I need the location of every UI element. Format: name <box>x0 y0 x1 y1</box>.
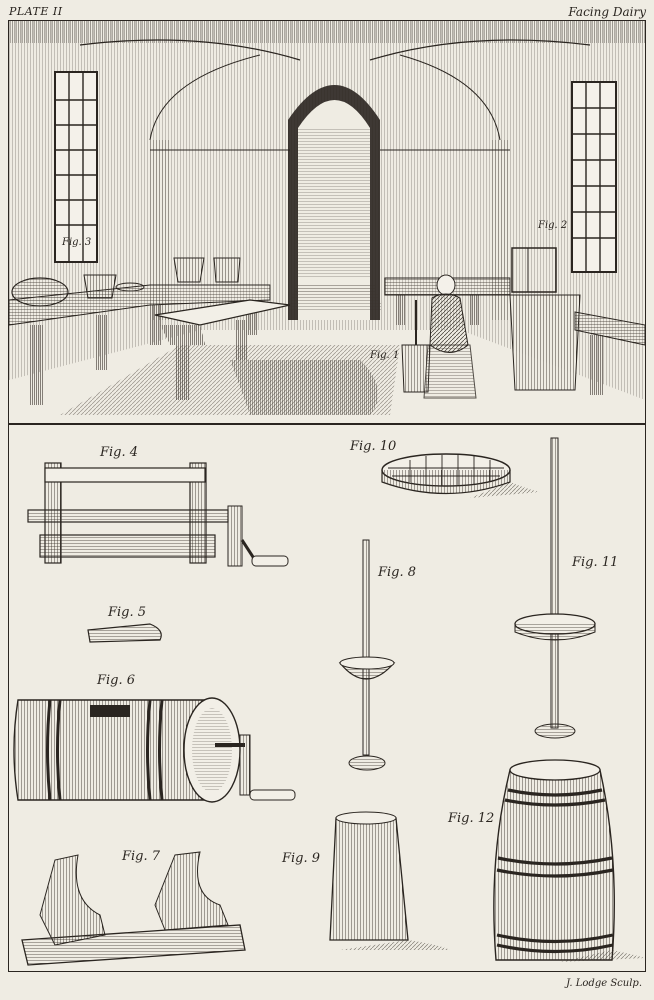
fig5-label: Fig. 5 <box>107 605 146 620</box>
round-sieve <box>381 453 540 498</box>
section-divider <box>8 423 646 425</box>
plate-caption: Facing Dairy <box>568 5 646 19</box>
engraver-credit: J. Lodge Sculp. <box>566 978 642 989</box>
scene-label-fig2: Fig. 2 <box>537 220 567 231</box>
butter-worker-frame <box>27 462 289 567</box>
dairy-interior-scene <box>8 21 646 423</box>
fig9-label: Fig. 9 <box>281 851 320 866</box>
fig8-label: Fig. 8 <box>377 565 416 580</box>
plate-border <box>8 20 646 972</box>
fig4-label: Fig. 4 <box>99 445 138 460</box>
disk-dasher <box>514 437 596 739</box>
churn-stand <box>21 851 246 966</box>
plate-number: PLATE II <box>9 5 63 18</box>
hooped-churn <box>493 759 645 962</box>
fig11-label: Fig. 11 <box>571 555 618 570</box>
fig7-label: Fig. 7 <box>121 849 161 864</box>
scene-label-fig3: Fig. 3 <box>61 237 91 248</box>
fig6-label: Fig. 6 <box>96 673 135 688</box>
churn-dasher <box>338 539 396 771</box>
scene-label-fig1: Fig. 1 <box>369 350 399 361</box>
fig10-label: Fig. 10 <box>349 439 396 454</box>
barrel-churn <box>13 697 296 803</box>
fig12-label: Fig. 12 <box>447 811 494 826</box>
tapered-churn <box>329 811 450 950</box>
butter-board <box>87 623 162 643</box>
